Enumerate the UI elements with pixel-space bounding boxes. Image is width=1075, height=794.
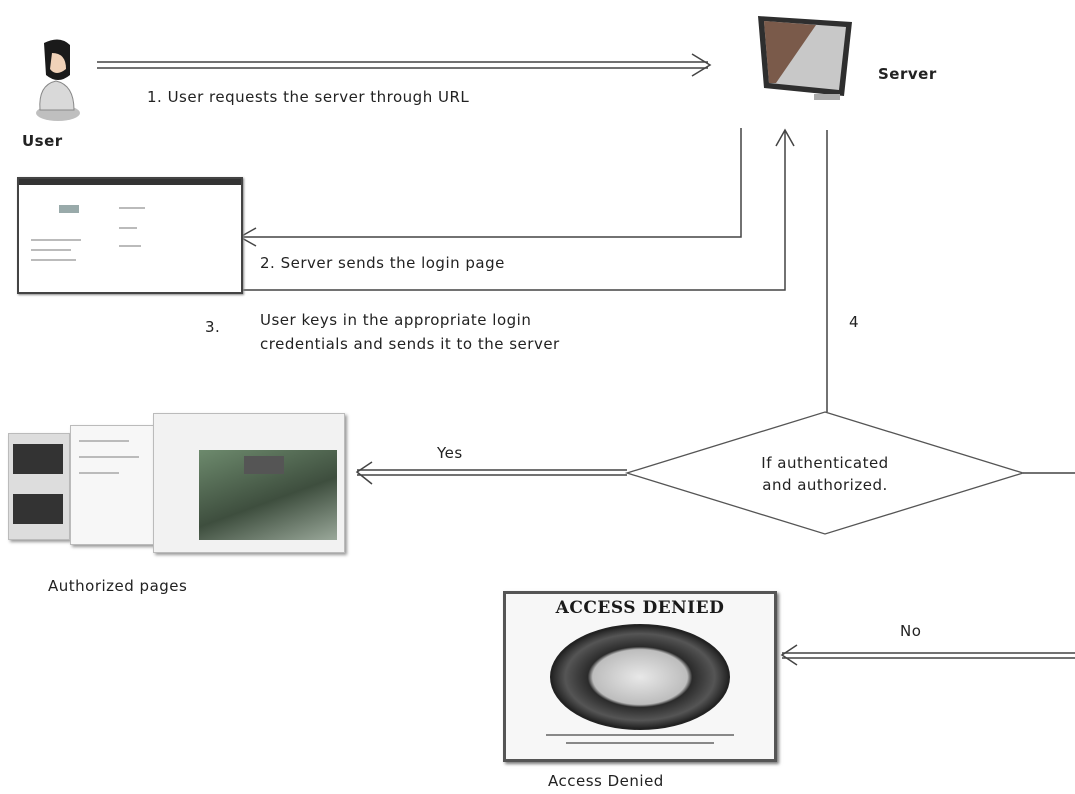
arrow-step2 — [240, 128, 742, 238]
server-monitor-icon — [756, 12, 856, 107]
server-label: Server — [878, 65, 937, 83]
user-label: User — [22, 132, 63, 150]
no-label: No — [900, 622, 922, 640]
access-denied-label: Access Denied — [548, 772, 664, 790]
authorized-pages-image — [8, 413, 348, 553]
access-denied-title: ACCESS DENIED — [555, 598, 725, 618]
decision-label: If authenticated and authorized. — [718, 452, 932, 496]
step3-label: User keys in the appropriate login crede… — [260, 308, 560, 356]
decision-line2: and authorized. — [762, 476, 888, 494]
user-icon — [30, 35, 90, 125]
access-denied-image: ACCESS DENIED — [503, 591, 777, 762]
step3-number: 3. — [205, 318, 221, 336]
step1-label: 1. User requests the server through URL — [147, 88, 470, 106]
arrowhead-step3 — [775, 128, 795, 147]
step4-label: 4 — [849, 313, 860, 331]
decision-diamond — [624, 411, 1026, 535]
arrowhead-no — [780, 644, 798, 666]
arrowhead-yes — [355, 461, 373, 485]
decision-line1: If authenticated — [761, 454, 889, 472]
step3-line1: User keys in the appropriate login — [260, 311, 532, 329]
login-page-thumbnail — [17, 177, 243, 294]
step3-line2: credentials and sends it to the server — [260, 335, 560, 353]
yes-label: Yes — [437, 444, 463, 462]
step2-label: 2. Server sends the login page — [260, 254, 505, 272]
arrowhead-step1 — [691, 53, 712, 77]
authorized-pages-label: Authorized pages — [48, 577, 188, 595]
arrow-step3 — [240, 130, 786, 291]
